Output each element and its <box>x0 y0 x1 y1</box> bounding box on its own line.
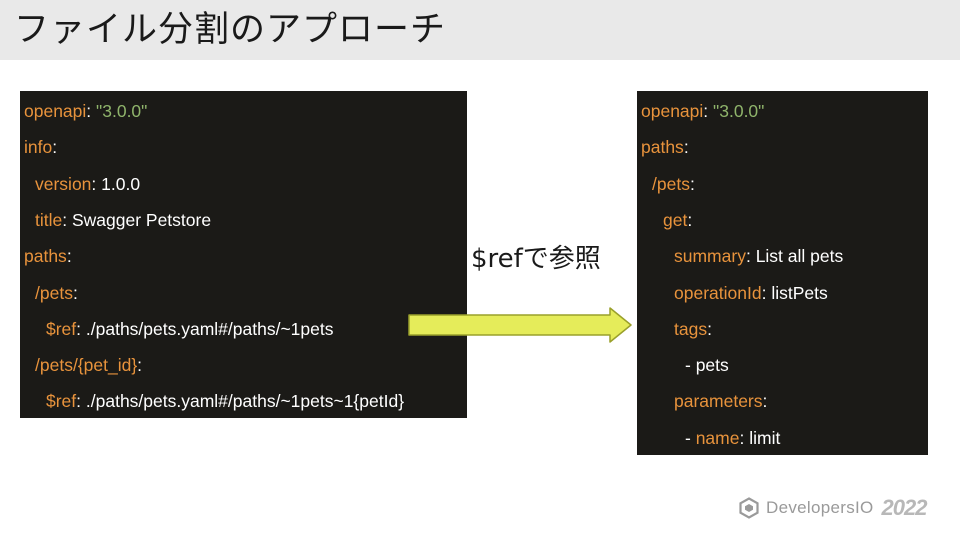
code-key: name <box>695 427 740 448</box>
code-separator: : <box>86 101 97 121</box>
code-line: openapi: "3.0.0" <box>24 99 147 123</box>
ref-label: $refで参照 <box>471 244 601 274</box>
code-line: info: <box>24 135 57 159</box>
right-arrow-icon <box>408 307 632 343</box>
title-bar: ファイル分割のアプローチ <box>0 0 960 60</box>
code-value: List all pets <box>755 246 844 267</box>
code-separator: : <box>72 282 78 303</box>
code-separator: : <box>52 137 58 158</box>
code-key: openapi <box>24 101 87 121</box>
code-key: /pets <box>652 173 690 194</box>
code-value: 1.0.0 <box>101 173 141 194</box>
code-separator: : <box>91 173 102 194</box>
code-key: /pets <box>35 282 73 303</box>
code-key: summary <box>674 246 746 267</box>
code-line: $ref: ./paths/pets.yaml#/paths/~1pets~1{… <box>46 389 404 413</box>
code-separator: : <box>66 246 72 267</box>
code-separator: : <box>137 355 143 376</box>
code-line: title: Swagger Petstore <box>35 208 211 232</box>
right-code-panel: openapi: "3.0.0"paths:/pets:get:summary:… <box>637 91 928 455</box>
code-key: paths <box>24 246 67 267</box>
developersio-logo: DevelopersIO 2022 <box>738 494 927 522</box>
code-value: ./paths/pets.yaml#/paths/~1pets <box>85 318 334 339</box>
code-text: - pets <box>685 355 729 376</box>
code-separator: : <box>739 427 750 448</box>
code-line: operationId: listPets <box>674 281 828 305</box>
code-line: /pets: <box>652 172 695 196</box>
logo-year: 2022 <box>881 495 928 520</box>
code-separator: : <box>707 318 712 339</box>
code-line: paths: <box>24 244 72 268</box>
code-key: $ref <box>46 391 77 412</box>
code-key: tags <box>674 318 708 339</box>
code-line: /pets: <box>35 281 78 305</box>
code-value: "3.0.0" <box>713 101 765 121</box>
logo-text: DevelopersIO <box>766 498 874 517</box>
code-value: "3.0.0" <box>96 101 148 121</box>
code-key: version <box>35 173 92 194</box>
code-key: get <box>663 209 688 230</box>
code-key: info <box>24 137 53 158</box>
code-separator: : <box>687 209 693 230</box>
slide-title: ファイル分割のアプローチ <box>14 10 447 50</box>
code-text: - <box>685 427 696 448</box>
code-line: tags: <box>674 317 712 341</box>
code-key: openapi <box>641 101 704 121</box>
code-key: /pets/{pet_id} <box>35 355 138 376</box>
code-key: $ref <box>46 318 77 339</box>
code-line: get: <box>663 208 692 232</box>
code-key: paths <box>641 137 684 158</box>
code-separator: : <box>761 282 772 303</box>
hexagon-logo-icon <box>739 497 759 519</box>
code-separator: : <box>762 391 768 412</box>
arrow-shape <box>408 307 632 343</box>
code-separator: : <box>683 137 689 158</box>
code-key: parameters <box>674 391 763 412</box>
code-line: - name: limit <box>685 426 780 450</box>
code-line: paths: <box>641 135 689 159</box>
code-line: openapi: "3.0.0" <box>641 99 764 123</box>
code-line: parameters: <box>674 389 767 413</box>
code-line: - pets <box>685 353 729 377</box>
code-separator: : <box>62 209 72 230</box>
code-line: $ref: ./paths/pets.yaml#/paths/~1pets <box>46 317 333 341</box>
code-separator: : <box>745 246 756 267</box>
code-separator: : <box>689 173 695 194</box>
code-value: listPets <box>771 282 828 303</box>
code-value: Swagger Petstore <box>71 209 212 230</box>
code-value: ./paths/pets.yaml#/paths/~1pets~1{petId} <box>85 391 405 412</box>
code-key: title <box>35 209 63 230</box>
code-line: summary: List all pets <box>674 244 843 268</box>
code-separator: : <box>76 391 86 412</box>
code-separator: : <box>703 101 714 121</box>
code-value: limit <box>749 427 781 448</box>
code-line: /pets/{pet_id}: <box>35 353 142 377</box>
code-key: operationId <box>674 282 762 303</box>
code-line: version: 1.0.0 <box>35 172 140 196</box>
code-separator: : <box>76 318 86 339</box>
